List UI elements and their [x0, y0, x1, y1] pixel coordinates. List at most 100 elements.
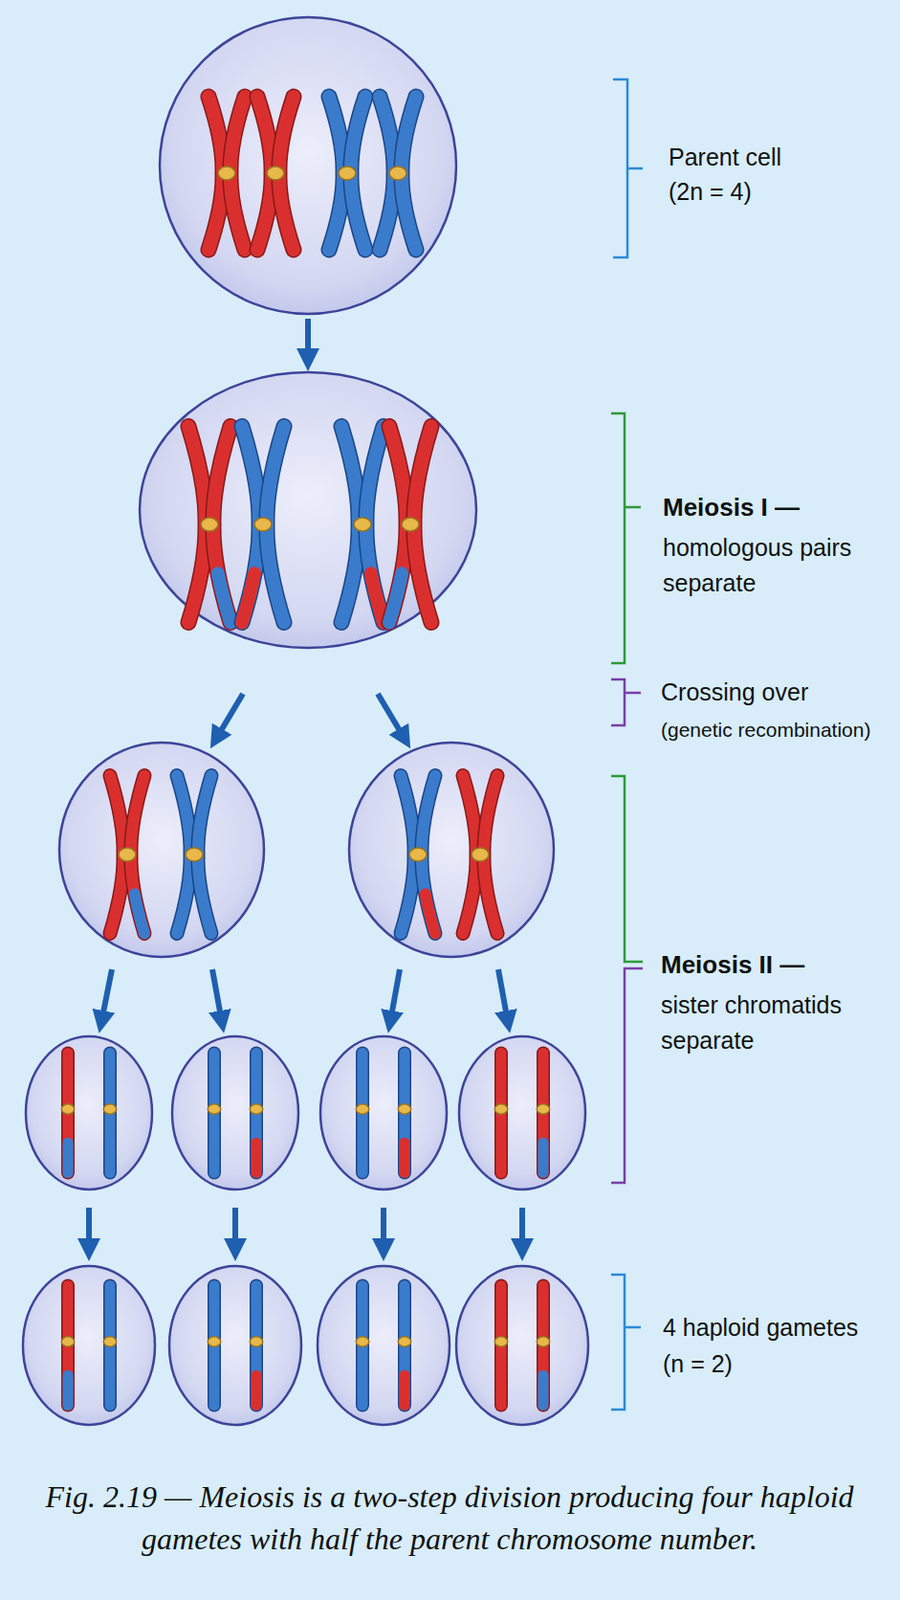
crossover-segment	[218, 572, 231, 622]
stage-description: homologous pairs separate	[662, 529, 874, 601]
division-arrow	[101, 968, 112, 1022]
crossover-segment	[63, 1374, 74, 1405]
centromere	[185, 847, 203, 861]
chromosome-layer	[61, 96, 550, 1405]
cell-membrane	[317, 1265, 450, 1425]
stage-bracket	[613, 79, 643, 258]
chromatid-outline	[355, 1053, 370, 1173]
centromere	[103, 1103, 117, 1115]
stage-note: (genetic recombination)	[660, 716, 900, 744]
centromere	[355, 1336, 370, 1347]
centromere	[266, 166, 285, 180]
centromere	[218, 166, 236, 180]
chromatid-outline	[207, 1053, 221, 1173]
chromatid-outline	[207, 1285, 221, 1405]
crossover-segment	[251, 1141, 263, 1172]
stage-bracket	[611, 413, 641, 663]
cell-membrane	[349, 742, 554, 957]
centromere	[397, 1336, 412, 1347]
arrow-layer	[88, 318, 523, 1250]
chromatid-outline	[249, 1285, 264, 1405]
chromatid-outline	[103, 1285, 117, 1405]
cell-membrane	[320, 1035, 447, 1189]
chromatid-outline	[494, 1053, 508, 1173]
centromere	[397, 1103, 412, 1115]
centromere	[536, 1336, 550, 1347]
cell-membrane	[159, 17, 457, 314]
crossover-segment	[399, 1141, 411, 1172]
stage-bracket	[611, 1273, 641, 1409]
stage-label: Crossing over	[660, 673, 891, 710]
centromere	[389, 166, 407, 180]
crossover-segment	[389, 572, 402, 622]
centromere	[118, 847, 136, 861]
division-arrow	[216, 693, 243, 739]
chromatid-outline	[494, 1285, 508, 1405]
stage-heading: Meiosis II —	[660, 945, 881, 983]
chromatid-outline	[61, 1285, 75, 1405]
stage-label: Parent cell (2n = 4)	[668, 139, 813, 209]
crossover-segment	[251, 1374, 263, 1405]
chromatid-outline	[397, 1285, 412, 1405]
bracket-layer	[611, 79, 643, 1409]
centromere	[103, 1336, 117, 1347]
cell-membrane	[22, 1265, 155, 1425]
division-arrow	[498, 968, 508, 1022]
stage-description: sister chromatids separate	[660, 987, 867, 1058]
division-arrow	[305, 318, 311, 360]
centromere	[200, 517, 219, 531]
centromere	[494, 1103, 508, 1115]
division-arrow	[86, 1207, 92, 1250]
cell-membrane	[59, 742, 264, 957]
centromere	[249, 1103, 264, 1115]
centromere	[471, 847, 489, 861]
cell-membrane	[139, 372, 477, 648]
division-arrow	[519, 1207, 526, 1250]
division-arrow	[212, 968, 222, 1022]
cell-membrane	[25, 1035, 153, 1189]
division-arrow	[390, 968, 400, 1022]
centromere	[355, 1103, 370, 1115]
crossover-segment	[134, 893, 145, 933]
cell-membrane	[172, 1035, 299, 1189]
division-arrow	[377, 693, 405, 739]
centromere	[254, 517, 272, 531]
stage-bracket	[611, 967, 643, 1183]
centromere	[401, 517, 419, 531]
stage-heading: Meiosis I —	[662, 488, 883, 526]
centromere	[61, 1336, 75, 1347]
cell-layer	[22, 17, 589, 1425]
chromatid-outline	[397, 1053, 412, 1173]
chromatid-outline	[103, 1053, 117, 1173]
crossover-segment	[425, 893, 436, 933]
centromere	[494, 1336, 508, 1347]
stage-label: 4 haploid gametes (n = 2)	[662, 1308, 883, 1382]
chromatid-outline	[536, 1285, 550, 1405]
chromatid-outline	[61, 1053, 75, 1173]
crossover-segment	[371, 572, 384, 622]
cell-membrane	[169, 1265, 302, 1425]
crossover-segment	[399, 1374, 411, 1405]
cell-membrane	[459, 1035, 586, 1189]
stage-bracket	[611, 775, 643, 962]
chromatid-outline	[355, 1285, 370, 1405]
centromere	[61, 1103, 75, 1115]
chromatid-outline	[249, 1053, 264, 1173]
crossover-segment	[538, 1374, 549, 1405]
figure-caption: Fig. 2.19 — Meiosis is a two-step divisi…	[28, 1474, 871, 1559]
division-arrow	[380, 1207, 387, 1250]
stage-bracket	[611, 679, 641, 725]
centromere	[536, 1103, 550, 1115]
centromere	[409, 847, 427, 861]
centromere	[353, 517, 372, 531]
centromere	[249, 1336, 264, 1347]
crossover-segment	[241, 572, 255, 622]
crossover-segment	[63, 1141, 74, 1172]
division-arrow	[232, 1207, 239, 1250]
centromere	[207, 1103, 221, 1115]
crossover-segment	[538, 1141, 549, 1172]
centromere	[338, 166, 356, 180]
chromatid-outline	[536, 1053, 550, 1173]
centromere	[207, 1336, 221, 1347]
